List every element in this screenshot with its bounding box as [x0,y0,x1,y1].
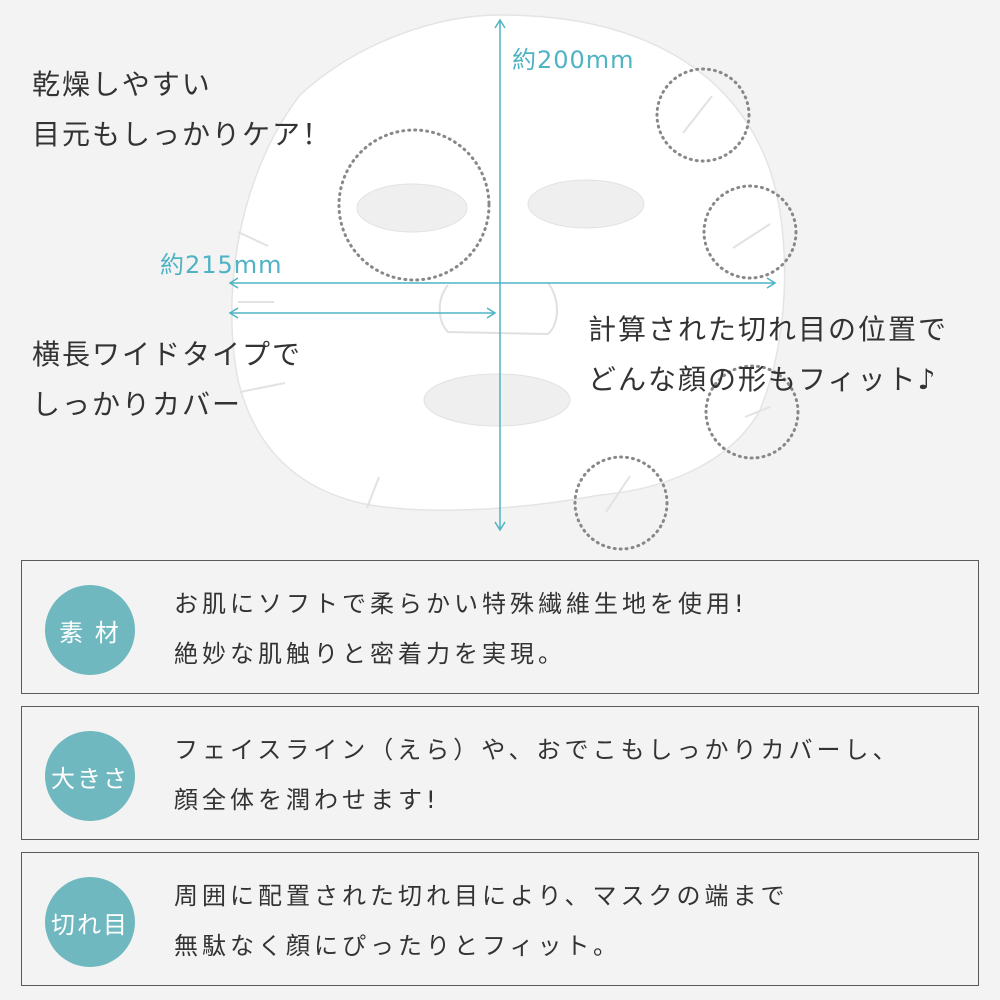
feature-line: 顔全体を潤わせます! [174,786,440,814]
right-eye-hole [527,179,645,229]
feature-box-material: 素 材 お肌にソフトで柔らかい特殊繊維生地を使用! 絶妙な肌触りと密着力を実現。 [21,560,979,694]
caption-line: どんな顔の形もフィット♪ [588,363,938,396]
feature-description: フェイスライン（えら）や、おでこもしっかりカバーし、 顔全体を潤わせます! [174,725,901,825]
feature-line: お肌にソフトで柔らかい特殊繊維生地を使用! [174,590,748,618]
caption-line: しっかりカバー [32,388,243,421]
caption-line: 横長ワイドタイプで [32,338,303,371]
height-dimension-arrow [494,18,506,532]
feature-line: 周囲に配置された切れ目により、マスクの端まで [174,882,789,910]
caption-line: 乾燥しやすい [32,68,212,101]
caption-eye-care: 乾燥しやすい 目元もしっかりケア！ [32,60,332,160]
mask-sheet-outline [231,14,786,511]
caption-wide-type: 横長ワイドタイプで しっかりカバー [32,330,302,430]
mouth-hole [423,373,571,427]
feature-description: 周囲に配置された切れ目により、マスクの端まで 無駄なく顔にぴったりとフィット。 [174,871,789,971]
caption-line: 計算された切れ目の位置で [588,313,949,346]
edge-slits [237,95,771,513]
caption-fit: 計算された切れ目の位置で どんな顔の形もフィット♪ [588,305,948,405]
nose-flap [438,282,558,336]
height-label: 約200mm [512,46,635,74]
dotted-highlight-circles [337,67,800,551]
feature-line: フェイスライン（えら）や、おでこもしっかりカバーし、 [174,736,901,764]
feature-line: 絶妙な肌触りと密着力を実現。 [174,640,566,668]
feature-box-size: 大きさ フェイスライン（えら）や、おでこもしっかりカバーし、 顔全体を潤わせます… [21,706,979,840]
feature-badge: 大きさ [45,731,135,821]
feature-box-slits: 切れ目 周囲に配置された切れ目により、マスクの端まで 無駄なく顔にぴったりとフィ… [21,852,979,986]
feature-description: お肌にソフトで柔らかい特殊繊維生地を使用! 絶妙な肌触りと密着力を実現。 [174,579,748,679]
left-eye-hole [356,183,468,233]
caption-line: 目元もしっかりケア！ [32,118,333,151]
feature-badge: 切れ目 [45,877,135,967]
feature-line: 無駄なく顔にぴったりとフィット。 [174,932,622,960]
width-dimension-arrow [228,277,777,319]
face-mask-illustration [228,14,800,551]
feature-badge: 素 材 [45,585,135,675]
width-label: 約215mm [160,251,283,279]
